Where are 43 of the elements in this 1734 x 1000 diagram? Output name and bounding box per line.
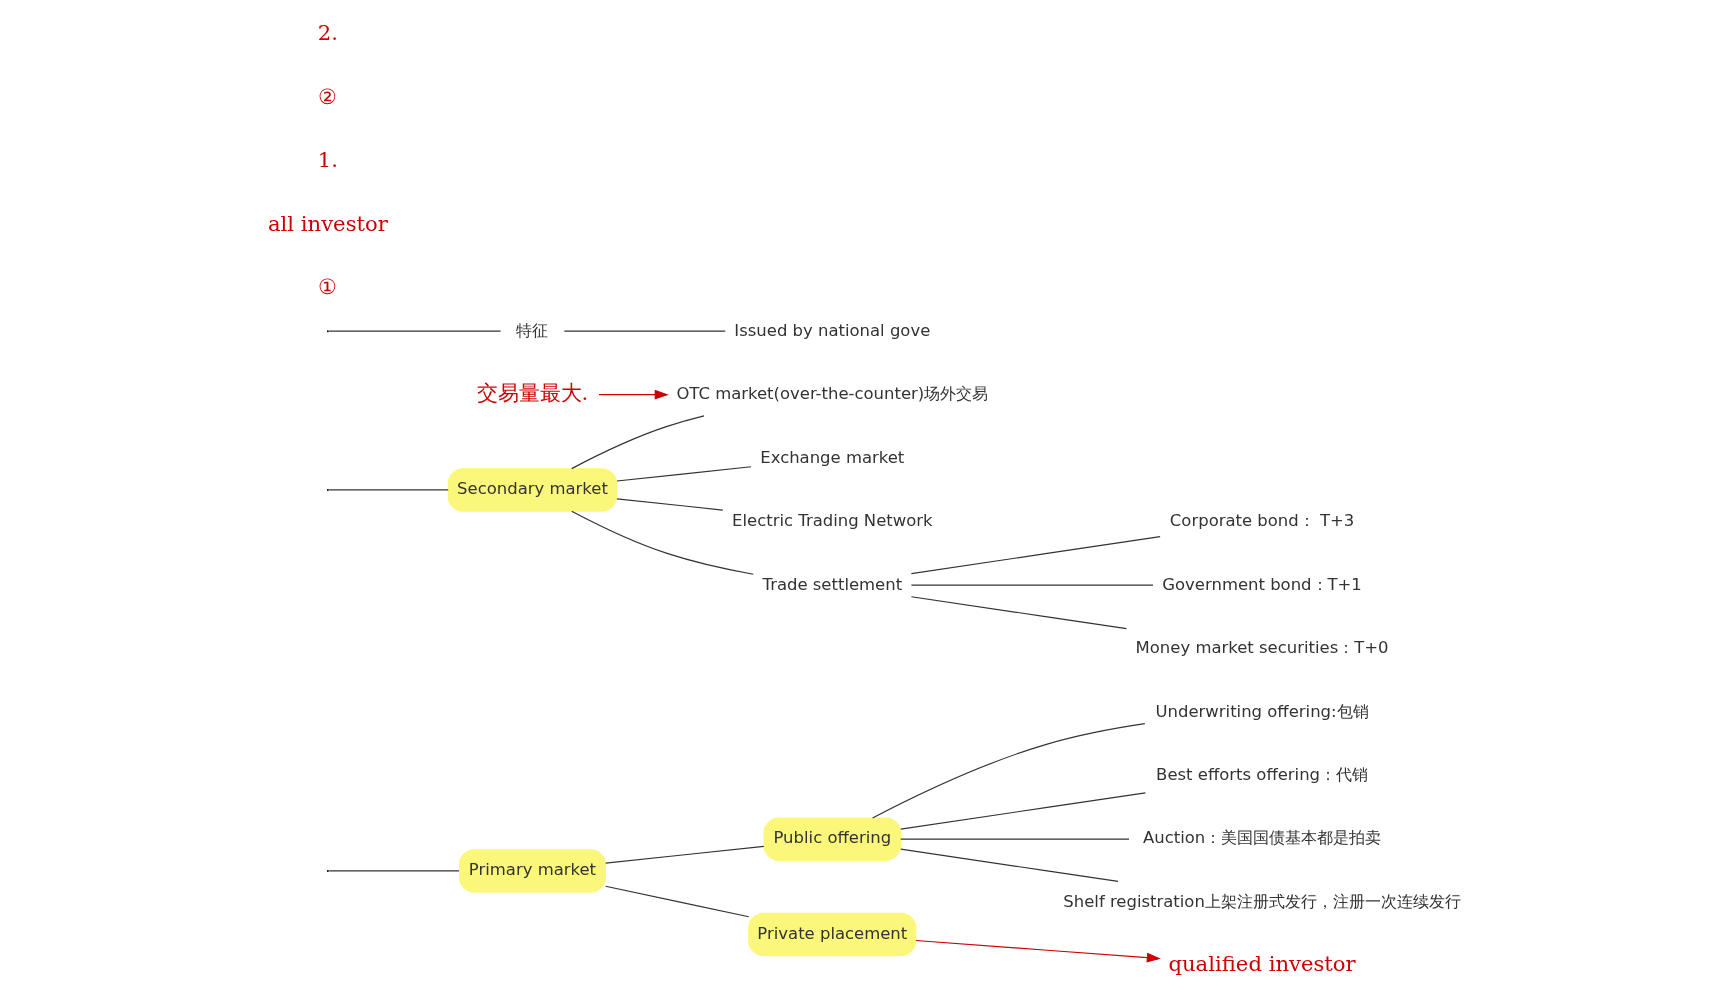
node-text: Electric Trading Network	[732, 510, 933, 530]
connector	[328, 488, 449, 490]
node-text: Auction：美国国债基本都是拍卖	[1142, 827, 1382, 847]
arrow	[915, 939, 1161, 963]
label: ②	[318, 83, 338, 109]
connector	[571, 510, 754, 575]
node-text: Shelf registration上架注册式发行，注册一次连续发行	[1063, 891, 1461, 911]
arrow	[598, 389, 669, 400]
connector	[616, 497, 724, 511]
node-text: Corporate bond： T+3	[1169, 510, 1355, 530]
node-text: 特征	[516, 320, 549, 340]
node-text: Underwriting offering:包销	[1155, 701, 1369, 720]
connector	[563, 330, 726, 332]
connector	[328, 869, 460, 871]
connector	[605, 845, 765, 864]
connector	[900, 838, 1130, 840]
connector	[910, 584, 1154, 586]
label: all investor	[267, 210, 388, 236]
node-text: Issued by national gove	[734, 320, 931, 340]
node-box: Public offering	[763, 816, 902, 861]
node-text: Money market securities：T+0	[1135, 637, 1389, 657]
node-text: Government bond：T+1	[1162, 574, 1362, 594]
connector	[616, 465, 752, 482]
label: ①	[318, 273, 338, 299]
node-text: Exchange market	[760, 447, 905, 467]
node-text: 交易量最大.	[476, 379, 589, 405]
node-text: OTC market(over-the-counter)场外交易	[676, 383, 989, 403]
connector	[605, 885, 750, 917]
node-box: Private placement	[748, 912, 917, 956]
node-text: qualified investor	[1168, 950, 1356, 976]
connector	[910, 535, 1161, 574]
node-box: Secondary market	[447, 467, 618, 512]
connector	[900, 848, 1119, 882]
label: 1.	[317, 146, 338, 172]
connector	[328, 330, 502, 332]
connector	[900, 791, 1146, 830]
connector	[571, 414, 705, 469]
node-text: Trade settlement	[762, 574, 903, 594]
node-text: Best efforts offering：代销	[1156, 764, 1369, 784]
connector	[872, 722, 1146, 818]
connector	[910, 595, 1128, 629]
label: 2.	[317, 19, 338, 45]
node-box: Primary market	[459, 848, 606, 893]
